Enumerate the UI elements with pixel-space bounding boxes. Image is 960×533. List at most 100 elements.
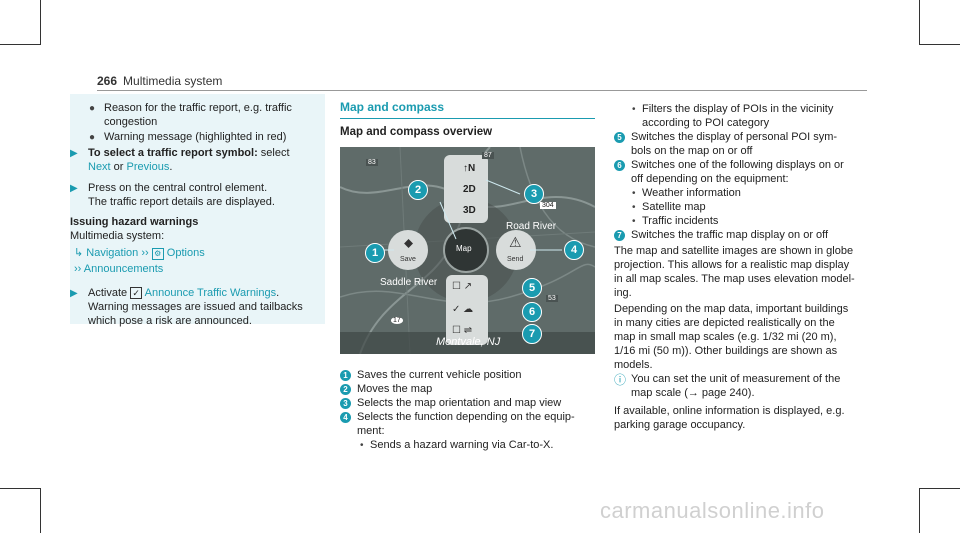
step-text: The traffic report details are displayed…: [88, 196, 275, 208]
traffic-icon: ☐ ⇌: [452, 325, 473, 336]
legend-text: ment:: [357, 425, 385, 437]
legend-number: 4: [340, 412, 351, 423]
crop-mark: [919, 488, 920, 533]
map-center-label: Map: [456, 244, 472, 253]
body-text: 1/16 mi (50 m)). Other buildings are sho…: [614, 345, 838, 357]
legend-text: Moves the map: [357, 383, 433, 395]
step-text: To select a traffic report symbol: selec…: [88, 147, 290, 159]
crop-mark: [919, 0, 920, 45]
bullet-marker: •: [632, 104, 636, 115]
route-shield: 87: [482, 152, 494, 159]
crop-mark: [919, 488, 960, 489]
section-title-block: Map and compass: [340, 100, 595, 119]
subheading: Map and compass overview: [340, 126, 493, 138]
body-text: Satellite map: [642, 201, 706, 213]
send-label: Send: [507, 256, 524, 263]
map-screenshot: ↑N 2D 3D Road River Map ⬥ Save ⚠ Send Sa…: [340, 147, 595, 354]
body-text: The map and satellite images are shown i…: [614, 245, 854, 257]
body-text: according to POI category: [642, 117, 770, 129]
body-text: Weather information: [642, 187, 741, 199]
step-text: Press on the central control element.: [88, 182, 268, 194]
crop-mark: [40, 0, 41, 45]
body-text: Switches one of the following displays o…: [631, 159, 844, 171]
road-label: Road River: [506, 221, 557, 232]
legend-number: 2: [340, 384, 351, 395]
chevron-icon: ››: [74, 263, 84, 275]
body-text: Switches the traffic map display on or o…: [631, 229, 829, 241]
crop-mark: [0, 44, 41, 45]
map-callout-3: 3: [524, 184, 544, 204]
map-callout-6: 6: [522, 302, 542, 322]
map-callout-5: 5: [522, 278, 542, 298]
map-callout-4: 4: [564, 240, 584, 260]
bullet-marker: •: [632, 216, 636, 227]
route-shield: 83: [366, 159, 378, 166]
path-nav-link[interactable]: ↳ Navigation ›› ⚙ Options: [74, 247, 205, 260]
step-arrow-icon: ▶: [70, 288, 78, 299]
legend-text: Saves the current vehicle position: [357, 369, 522, 381]
bullet-text: Warning message (highlighted in red): [104, 131, 287, 143]
legend-number: 5: [614, 132, 625, 143]
page-header: 266 Multimedia system: [97, 74, 222, 88]
next-link[interactable]: Next: [88, 161, 111, 173]
note-text: map scale (→ page 240).: [631, 387, 755, 399]
body-text: Switches the display of personal POI sym…: [631, 131, 838, 143]
map-callout-2: 2: [408, 180, 428, 200]
body-text: off depending on the equipment:: [631, 173, 789, 185]
chevron-icon: ››: [138, 247, 152, 259]
map-background: [340, 147, 595, 354]
body-text: projection. This allows for a realistic …: [614, 259, 850, 271]
step-arrow-icon: ▶: [70, 183, 78, 194]
body-text: bols on the map on or off: [631, 145, 753, 157]
watermark: carmanualsonline.info: [600, 498, 825, 523]
announce-traffic-warnings-option[interactable]: Announce Traffic Warnings: [144, 287, 277, 299]
body-text: If available, online information is disp…: [614, 405, 845, 417]
warning-icon: ⚠: [509, 234, 522, 250]
body-text: in all map scales. The map uses elevatio…: [614, 273, 855, 285]
bullet-marker: •: [360, 440, 364, 451]
legend-number: 6: [614, 160, 625, 171]
step-text: Activate ✓ Announce Traffic Warnings.: [88, 287, 280, 299]
city-label: Montvale, NJ: [436, 336, 501, 348]
previous-link[interactable]: Previous: [126, 161, 170, 173]
map-callout-1: 1: [365, 243, 385, 263]
legend-bullet: Sends a hazard warning via Car-to-X.: [370, 439, 554, 451]
path-intro: Multimedia system:: [70, 230, 165, 242]
bullet-marker: •: [632, 188, 636, 199]
legend-text: Selects the map orientation and map view: [357, 397, 562, 409]
step-arrow-icon: ▶: [70, 148, 78, 159]
body-text: parking garage occupancy.: [614, 419, 746, 431]
path-announcements-link[interactable]: ›› Announcements: [74, 263, 164, 275]
legend-number: 3: [340, 398, 351, 409]
body-text: ing.: [614, 287, 632, 299]
bullet-marker: ●: [89, 132, 96, 143]
body-text: in many cities are depicted realisticall…: [614, 317, 835, 329]
step-text: Warning messages are issued and tailback…: [88, 301, 303, 313]
legend-text: Selects the function depending on the eq…: [357, 411, 575, 423]
body-text: models.: [614, 359, 653, 371]
section-name: Multimedia system: [123, 74, 223, 88]
view-3d-option: 3D: [463, 205, 476, 216]
page-number: 266: [97, 74, 118, 88]
bullet-marker: ●: [89, 103, 96, 114]
body-text: Filters the display of POIs in the vicin…: [642, 103, 834, 115]
location-pin-icon: ⬥: [404, 235, 414, 250]
body-text: Traffic incidents: [642, 215, 719, 227]
save-label: Save: [400, 256, 416, 263]
bullet-text: congestion: [104, 116, 158, 128]
crop-mark: [40, 488, 41, 533]
route-shield: 304: [540, 202, 556, 209]
header-rule: [97, 90, 867, 91]
body-text: map in small map scales (e.g. 1/32 mi (2…: [614, 331, 837, 343]
route-shield: 53: [546, 295, 558, 302]
orientation-n-option: ↑N: [463, 163, 476, 174]
crop-mark: [0, 488, 41, 489]
saddle-river-label: Saddle River: [380, 277, 438, 288]
section-heading: Issuing hazard warnings: [70, 216, 199, 228]
step-text: which pose a risk are announced.: [88, 315, 252, 327]
legend-number: 7: [614, 230, 625, 241]
crop-mark: [919, 44, 960, 45]
note-text: You can set the unit of measurement of t…: [631, 373, 841, 385]
body-text: Depending on the map data, important bui…: [614, 303, 849, 315]
section-rule: [340, 118, 595, 119]
